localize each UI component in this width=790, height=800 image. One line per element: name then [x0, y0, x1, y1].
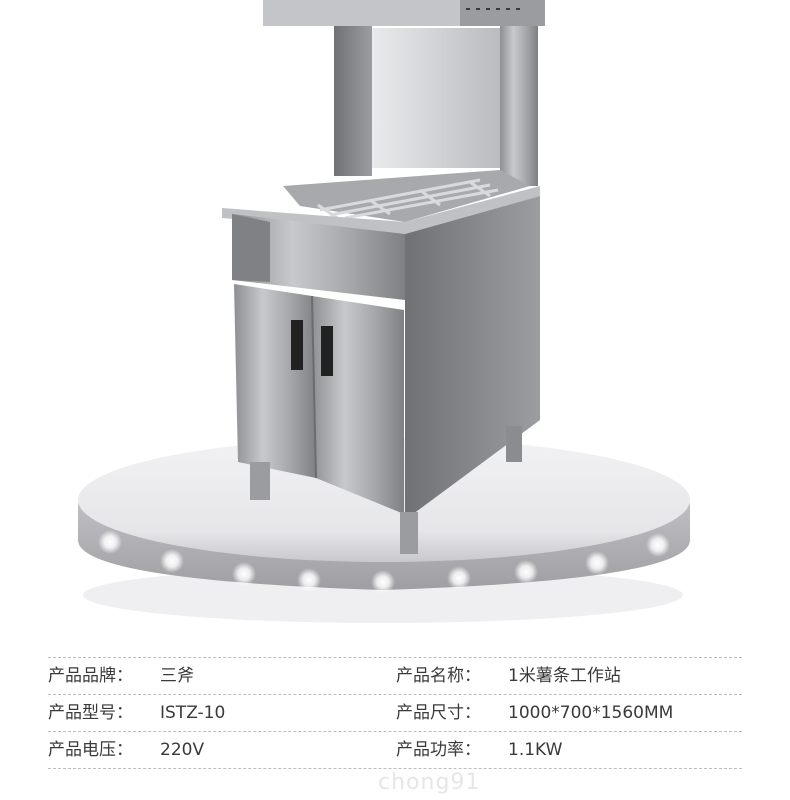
product-image	[78, 0, 690, 623]
value-power: 1.1KW	[508, 740, 563, 760]
value-product-name: 1米薯条工作站	[508, 666, 621, 686]
label-dimensions: 产品尺寸：	[396, 703, 481, 723]
spec-row-model: 产品型号： ISTZ-10 产品尺寸： 1000*700*1560MM	[48, 694, 742, 731]
value-voltage: 220V	[160, 740, 205, 760]
spec-row-brand: 产品品牌： 三斧 产品名称： 1米薯条工作站	[48, 657, 742, 694]
value-dimensions: 1000*700*1560MM	[508, 703, 674, 723]
value-brand: 三斧	[160, 666, 194, 686]
watermark-text: chong91	[378, 770, 481, 795]
spec-table: 产品品牌： 三斧 产品名称： 1米薯条工作站 产品型号： ISTZ-10 产品尺…	[48, 657, 742, 769]
spec-row-voltage: 产品电压： 220V 产品功率： 1.1KW	[48, 731, 742, 769]
label-voltage: 产品电压：	[48, 740, 133, 760]
fry-station-illustration	[78, 0, 690, 623]
label-power: 产品功率：	[396, 740, 481, 760]
value-model: ISTZ-10	[160, 703, 226, 723]
label-product-name: 产品名称：	[396, 666, 481, 686]
label-brand: 产品品牌：	[48, 666, 133, 686]
label-model: 产品型号：	[48, 703, 133, 723]
